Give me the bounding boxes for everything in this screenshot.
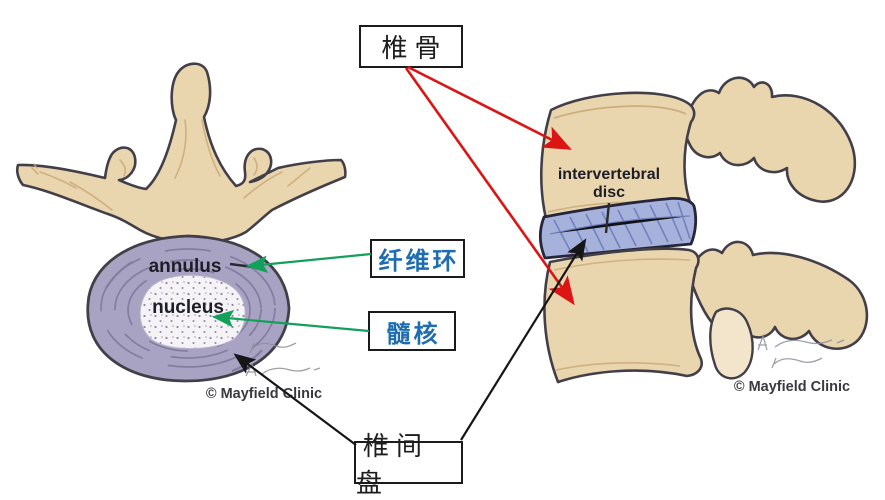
copyright-axial: © Mayfield Clinic bbox=[206, 386, 322, 402]
callout-annulus-label: 纤维环 bbox=[378, 248, 460, 275]
intervertebral-disc-label-line1: intervertebral bbox=[558, 166, 660, 183]
artist-signature-lateral bbox=[757, 333, 845, 369]
vertebra-bone-arch bbox=[15, 62, 347, 245]
inferior-articular-process bbox=[709, 307, 754, 380]
callout-intervertebral-disc: 椎间盘 bbox=[354, 431, 463, 498]
annulus-label: annulus bbox=[149, 256, 222, 277]
callout-disc-label: 椎间盘 bbox=[356, 430, 430, 498]
upper-posterior-elements bbox=[683, 76, 857, 203]
intervertebral-disc-label-line2: disc bbox=[593, 184, 625, 201]
nucleus-label: nucleus bbox=[152, 297, 224, 318]
lower-vertebral-body bbox=[543, 247, 703, 384]
bone-shading bbox=[31, 119, 311, 211]
callout-vertebra: 椎骨 bbox=[359, 25, 463, 68]
copyright-lateral: © Mayfield Clinic bbox=[734, 379, 850, 395]
callout-vertebra-label: 椎骨 bbox=[381, 33, 448, 63]
callout-annulus-fibrosus: 纤维环 bbox=[370, 239, 465, 278]
axial-vertebra-illustration: annulus nucleus © Mayfield Clinic bbox=[15, 62, 347, 402]
callout-nucleus-label: 髓核 bbox=[386, 320, 441, 348]
disc-label-pointer bbox=[604, 202, 611, 234]
callout-nucleus-pulposus: 髓核 bbox=[368, 311, 456, 351]
lateral-vertebrae-illustration: intervertebral disc © Mayfield Clinic bbox=[538, 76, 869, 395]
